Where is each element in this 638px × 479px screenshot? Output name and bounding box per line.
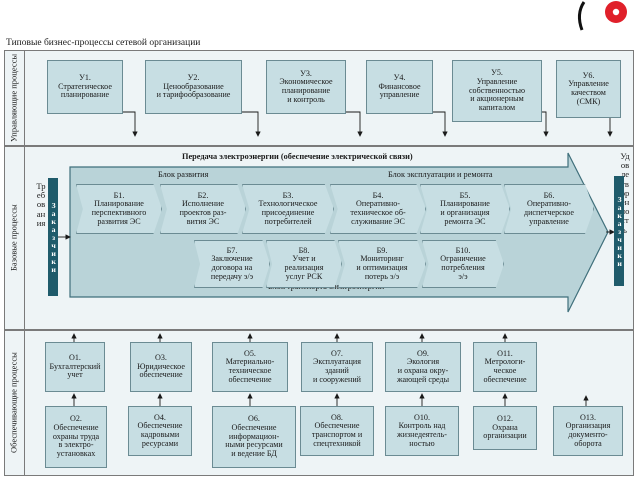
process-o4: О4.Обеспечение кадровыми ресурсами — [128, 406, 192, 456]
process-b6: Б6.Оперативно- диспетчерское управление — [504, 184, 594, 234]
page-title: Типовые бизнес-процессы сетевой организа… — [6, 38, 201, 48]
process-o10: О10.Контроль над жизнедеятель- ностью — [385, 406, 459, 456]
process-o3: О3.Юридическое обеспечение — [130, 342, 192, 392]
process-b2: Б2.Исполнение проектов раз- вития ЭС — [160, 184, 246, 234]
process-u2: У2.Ценообразование и тарифообразование — [145, 60, 242, 114]
process-u1: У1.Стратегическое планирование — [47, 60, 123, 114]
process-b9: Б9.Мониторинг и оптимизация потерь э/э — [338, 240, 426, 288]
process-b5: Б5.Планирование и организация ремонта ЭС — [420, 184, 510, 234]
customers-bar-right: Заказчики — [614, 176, 624, 286]
process-u3: У3.Экономическое планирование и контроль — [266, 60, 346, 114]
red-circle-dot-icon — [577, 1, 627, 31]
arrow-title: Передача электроэнергии (обеспечение эле… — [182, 152, 413, 161]
satisfaction-vertical-text: Удовлетворенность — [620, 151, 630, 235]
label-divider — [24, 50, 25, 476]
process-o7: О7.Эксплуатация зданий и сооружений — [301, 342, 373, 392]
process-b3: Б3.Технологическое присоединение потреби… — [242, 184, 334, 234]
process-o12: О12.Охрана организации — [473, 406, 537, 450]
process-o5: О5.Материально- техническое обеспечение — [212, 342, 288, 392]
process-u6: У6.Управление качеством (СМК) — [556, 60, 621, 118]
customers-bar-left: Заказчики — [48, 178, 58, 296]
process-o11: О11.Метрологи- ческое обеспечение — [473, 342, 537, 392]
process-b1: Б1.Планирование перспективного развития … — [76, 184, 162, 234]
logo — [566, 0, 638, 34]
process-o8: О8.Обеспечение транспортом и спецтехнико… — [300, 406, 374, 456]
block-operation-label: Блок эксплуатации и ремонта — [388, 170, 493, 179]
process-b4: Б4.Оперативно- техническое об- служивани… — [330, 184, 426, 234]
process-b8: Б8.Учет и реализация услуг РСК — [266, 240, 342, 288]
requirements-vertical-text: Требования — [36, 181, 46, 228]
process-o9: О9.Экология и охрана окру- жающей среды — [385, 342, 461, 392]
block-development-label: Блок развития — [158, 170, 209, 179]
process-u5: У5.Управление собственностью и акционерн… — [452, 60, 542, 122]
process-u4: У4.Финансовое управление — [366, 60, 433, 114]
process-o1: О1.Бухгалтерский учет — [45, 342, 105, 392]
process-b10: Б10.Ограничение потребления э/э — [422, 240, 504, 288]
process-o2: О2.Обеспечение охраны труда в электро- у… — [45, 406, 107, 468]
process-o13: О13.Организация документо- оборота — [553, 406, 623, 456]
process-b7: Б7.Заключение договора на передачу э/э — [194, 240, 270, 288]
process-o6: О6.Обеспечение информацион- ными ресурса… — [212, 406, 296, 468]
